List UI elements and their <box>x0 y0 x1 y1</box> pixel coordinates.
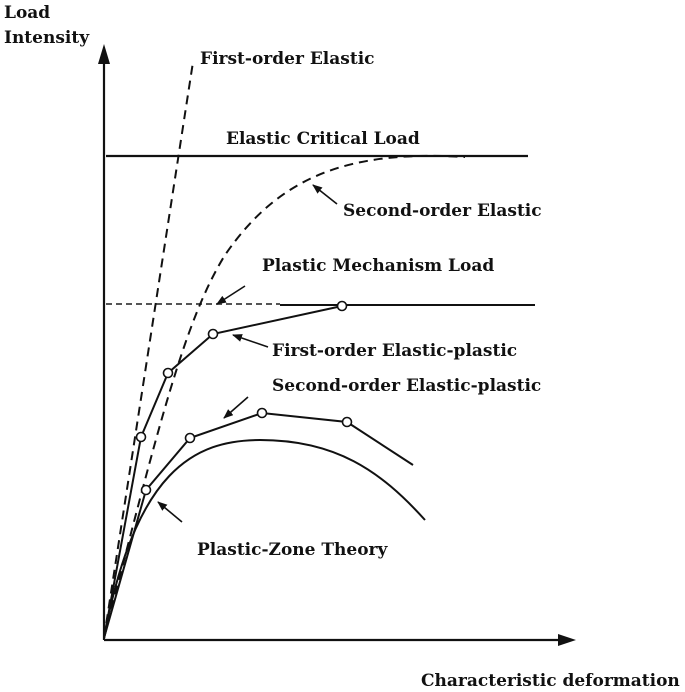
hinge-marker <box>140 484 152 496</box>
hinge-marker <box>256 407 268 419</box>
first-order-elastic-label: First-order Elastic <box>200 49 375 69</box>
hinge-marker <box>336 300 348 312</box>
elastic-critical-load-label: Elastic Critical Load <box>226 129 420 149</box>
y-axis-arrowhead <box>98 44 110 64</box>
plastic-zone-theory-pointer <box>157 501 183 523</box>
y-axis-label-line2: Intensity <box>4 28 90 48</box>
x-axis-label: Characteristic deformation <box>421 671 680 691</box>
hinge-marker <box>207 328 219 340</box>
hinge-marker <box>184 432 196 444</box>
first-order-elastic-plastic-pointer <box>232 334 269 348</box>
hinge-marker <box>135 431 147 443</box>
hinge-marker <box>341 416 353 428</box>
second-order-elastic-curve <box>103 154 466 639</box>
plastic-mechanism-load-label: Plastic Mechanism Load <box>262 256 494 276</box>
first-order-elastic-plastic-label: First-order Elastic-plastic <box>272 341 517 361</box>
second-order-elastic-plastic-label: Second-order Elastic-plastic <box>272 376 541 396</box>
second-order-elastic-plastic-curve <box>103 411 414 639</box>
second-order-elastic-plastic-pointer <box>223 396 249 419</box>
second-order-elastic-pointer <box>312 184 338 205</box>
first-order-elastic-curve <box>103 61 194 639</box>
plastic-hinge-markers <box>135 300 353 496</box>
plastic-mechanism-load-pointer <box>216 285 246 305</box>
y-axis-label-line1: Load <box>4 3 50 23</box>
plastic-zone-theory-label: Plastic-Zone Theory <box>197 540 389 560</box>
plastic-zone-theory-curve <box>103 438 426 639</box>
second-order-elastic-label: Second-order Elastic <box>343 201 542 221</box>
hinge-marker <box>162 367 174 379</box>
x-axis-arrowhead <box>558 634 576 646</box>
